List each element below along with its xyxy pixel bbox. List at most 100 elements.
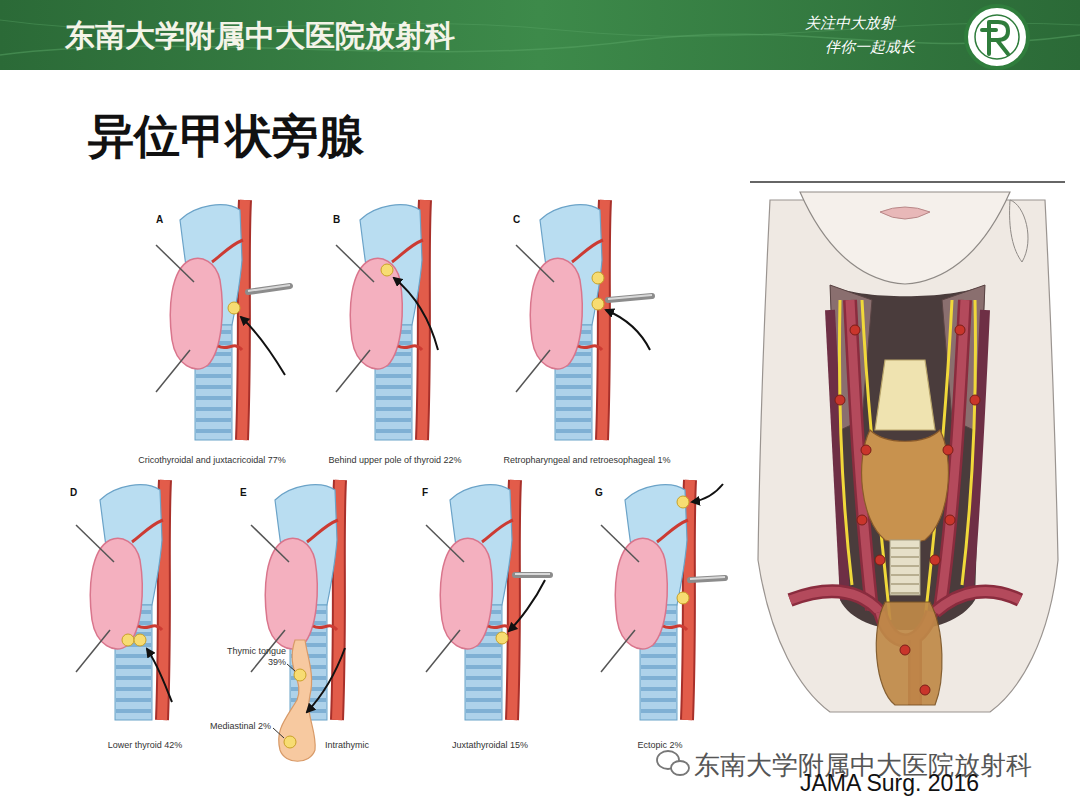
pin bbox=[601, 630, 635, 672]
thyroid-lobe bbox=[265, 538, 317, 648]
inferior-thyroid-artery bbox=[578, 346, 602, 350]
tracheal-ring bbox=[891, 565, 919, 567]
tracheal-ring bbox=[556, 385, 591, 389]
citation: JAMA Surg. 2016 bbox=[800, 770, 979, 797]
tracheal-ring bbox=[641, 676, 676, 680]
tracheal-ring bbox=[196, 385, 231, 389]
tracheal-ring bbox=[641, 665, 676, 669]
tracheal-ring bbox=[556, 396, 591, 400]
panel-caption: Retropharyngeal and retroesophageal 1% bbox=[503, 455, 670, 465]
parathyroid-gland bbox=[677, 496, 689, 508]
parathyroid-gland bbox=[900, 645, 910, 655]
tracheal-ring bbox=[556, 374, 591, 378]
tracheal-ring bbox=[376, 374, 411, 378]
tracheal-ring bbox=[891, 556, 919, 558]
anatomy-panel bbox=[76, 480, 172, 720]
pointer-arrow bbox=[241, 317, 285, 375]
thyroid-gland bbox=[862, 430, 949, 545]
tracheal-ring bbox=[196, 374, 231, 378]
tracheal-ring bbox=[196, 407, 231, 411]
tracheal-ring bbox=[556, 429, 591, 433]
pointer-arrow bbox=[307, 648, 345, 712]
parathyroid-gland bbox=[943, 445, 953, 455]
panel-caption: Ectopic 2% bbox=[637, 740, 682, 750]
parathyroid-gland bbox=[134, 634, 146, 646]
tracheal-ring bbox=[376, 396, 411, 400]
tracheal-ring bbox=[891, 574, 919, 576]
slogan: 伴你一起成长 bbox=[825, 38, 915, 57]
tracheal-ring bbox=[466, 687, 501, 691]
tracheal-ring bbox=[641, 687, 676, 691]
retractor-highlight bbox=[248, 285, 290, 291]
superior-thyroid-artery bbox=[212, 240, 243, 262]
panel-letter: G bbox=[595, 487, 603, 498]
pin bbox=[76, 630, 110, 672]
carotid-outline bbox=[602, 200, 605, 440]
chin bbox=[800, 192, 1010, 284]
trachea bbox=[890, 540, 920, 595]
tracheal-ring bbox=[556, 418, 591, 422]
great-vessel-outline bbox=[935, 591, 1020, 612]
parathyroid-gland bbox=[677, 592, 689, 604]
parathyroid-gland bbox=[955, 325, 965, 335]
pin bbox=[426, 630, 460, 672]
tracheal-ring bbox=[116, 654, 151, 658]
tracheal-ring bbox=[196, 396, 231, 400]
carotid-artery bbox=[337, 480, 340, 720]
tracheal-ring bbox=[116, 665, 151, 669]
anatomy-panel bbox=[601, 480, 725, 720]
panel-letter: B bbox=[333, 214, 340, 225]
panel-letter: A bbox=[156, 214, 163, 225]
panel-letter: D bbox=[70, 487, 77, 498]
tracheal-ring bbox=[641, 698, 676, 702]
superior-thyroid-artery bbox=[307, 520, 338, 542]
tracheal-ring bbox=[196, 429, 231, 433]
slogan: 关注中大放射 bbox=[805, 14, 895, 33]
surgical-field bbox=[830, 285, 985, 630]
header-band: 东南大学附属中大医院放射科 关注中大放射伴你一起成长 bbox=[0, 0, 1080, 70]
callout-label: Thymic tongue 39% bbox=[226, 646, 286, 668]
parathyroid-gland bbox=[850, 325, 860, 335]
header-title: 东南大学附属中大医院放射科 bbox=[65, 16, 455, 57]
anatomy-panel bbox=[156, 200, 290, 440]
thymus bbox=[876, 602, 942, 705]
logo-inner-ring bbox=[975, 15, 1019, 59]
parathyroid-gland bbox=[861, 445, 871, 455]
tracheal-ring bbox=[891, 547, 919, 549]
tracheal-ring bbox=[641, 654, 676, 658]
parathyroid-gland bbox=[875, 555, 885, 565]
carotid-outline bbox=[512, 480, 515, 720]
panel-letter: F bbox=[422, 487, 428, 498]
pointer-arrow bbox=[394, 278, 438, 350]
pin bbox=[426, 525, 464, 562]
retractor-highlight bbox=[608, 295, 652, 299]
tracheal-ring bbox=[466, 665, 501, 669]
parathyroid-gland bbox=[945, 515, 955, 525]
tracheal-ring bbox=[891, 592, 919, 594]
retractor bbox=[515, 572, 550, 578]
anatomy-panel bbox=[251, 480, 345, 761]
pointer-arrow bbox=[606, 310, 650, 350]
parathyroid-gland bbox=[228, 302, 240, 314]
lips bbox=[880, 207, 930, 219]
pin bbox=[156, 245, 194, 282]
great-vessel bbox=[935, 591, 1020, 612]
pointer-arrow bbox=[147, 649, 172, 702]
tracheal-ring bbox=[116, 709, 151, 713]
pin bbox=[516, 245, 554, 282]
pin bbox=[336, 350, 370, 392]
retractor bbox=[608, 296, 652, 300]
header-bar bbox=[0, 0, 1080, 70]
tracheal-ring bbox=[116, 676, 151, 680]
carotid-artery bbox=[512, 480, 515, 720]
parathyroid-gland bbox=[284, 736, 296, 748]
retractor-highlight bbox=[690, 577, 725, 579]
rule-line bbox=[750, 181, 1065, 183]
inferior-thyroid-artery bbox=[488, 626, 512, 630]
panel-caption: Cricothyroidal and juxtacricoidal 77% bbox=[138, 455, 286, 465]
logo-mark bbox=[982, 22, 1008, 54]
parathyroid-gland bbox=[122, 634, 134, 646]
inferior-thyroid-artery bbox=[398, 346, 422, 350]
tracheal-ring bbox=[466, 654, 501, 658]
panel-caption: Juxtathyroidal 15% bbox=[452, 740, 528, 750]
